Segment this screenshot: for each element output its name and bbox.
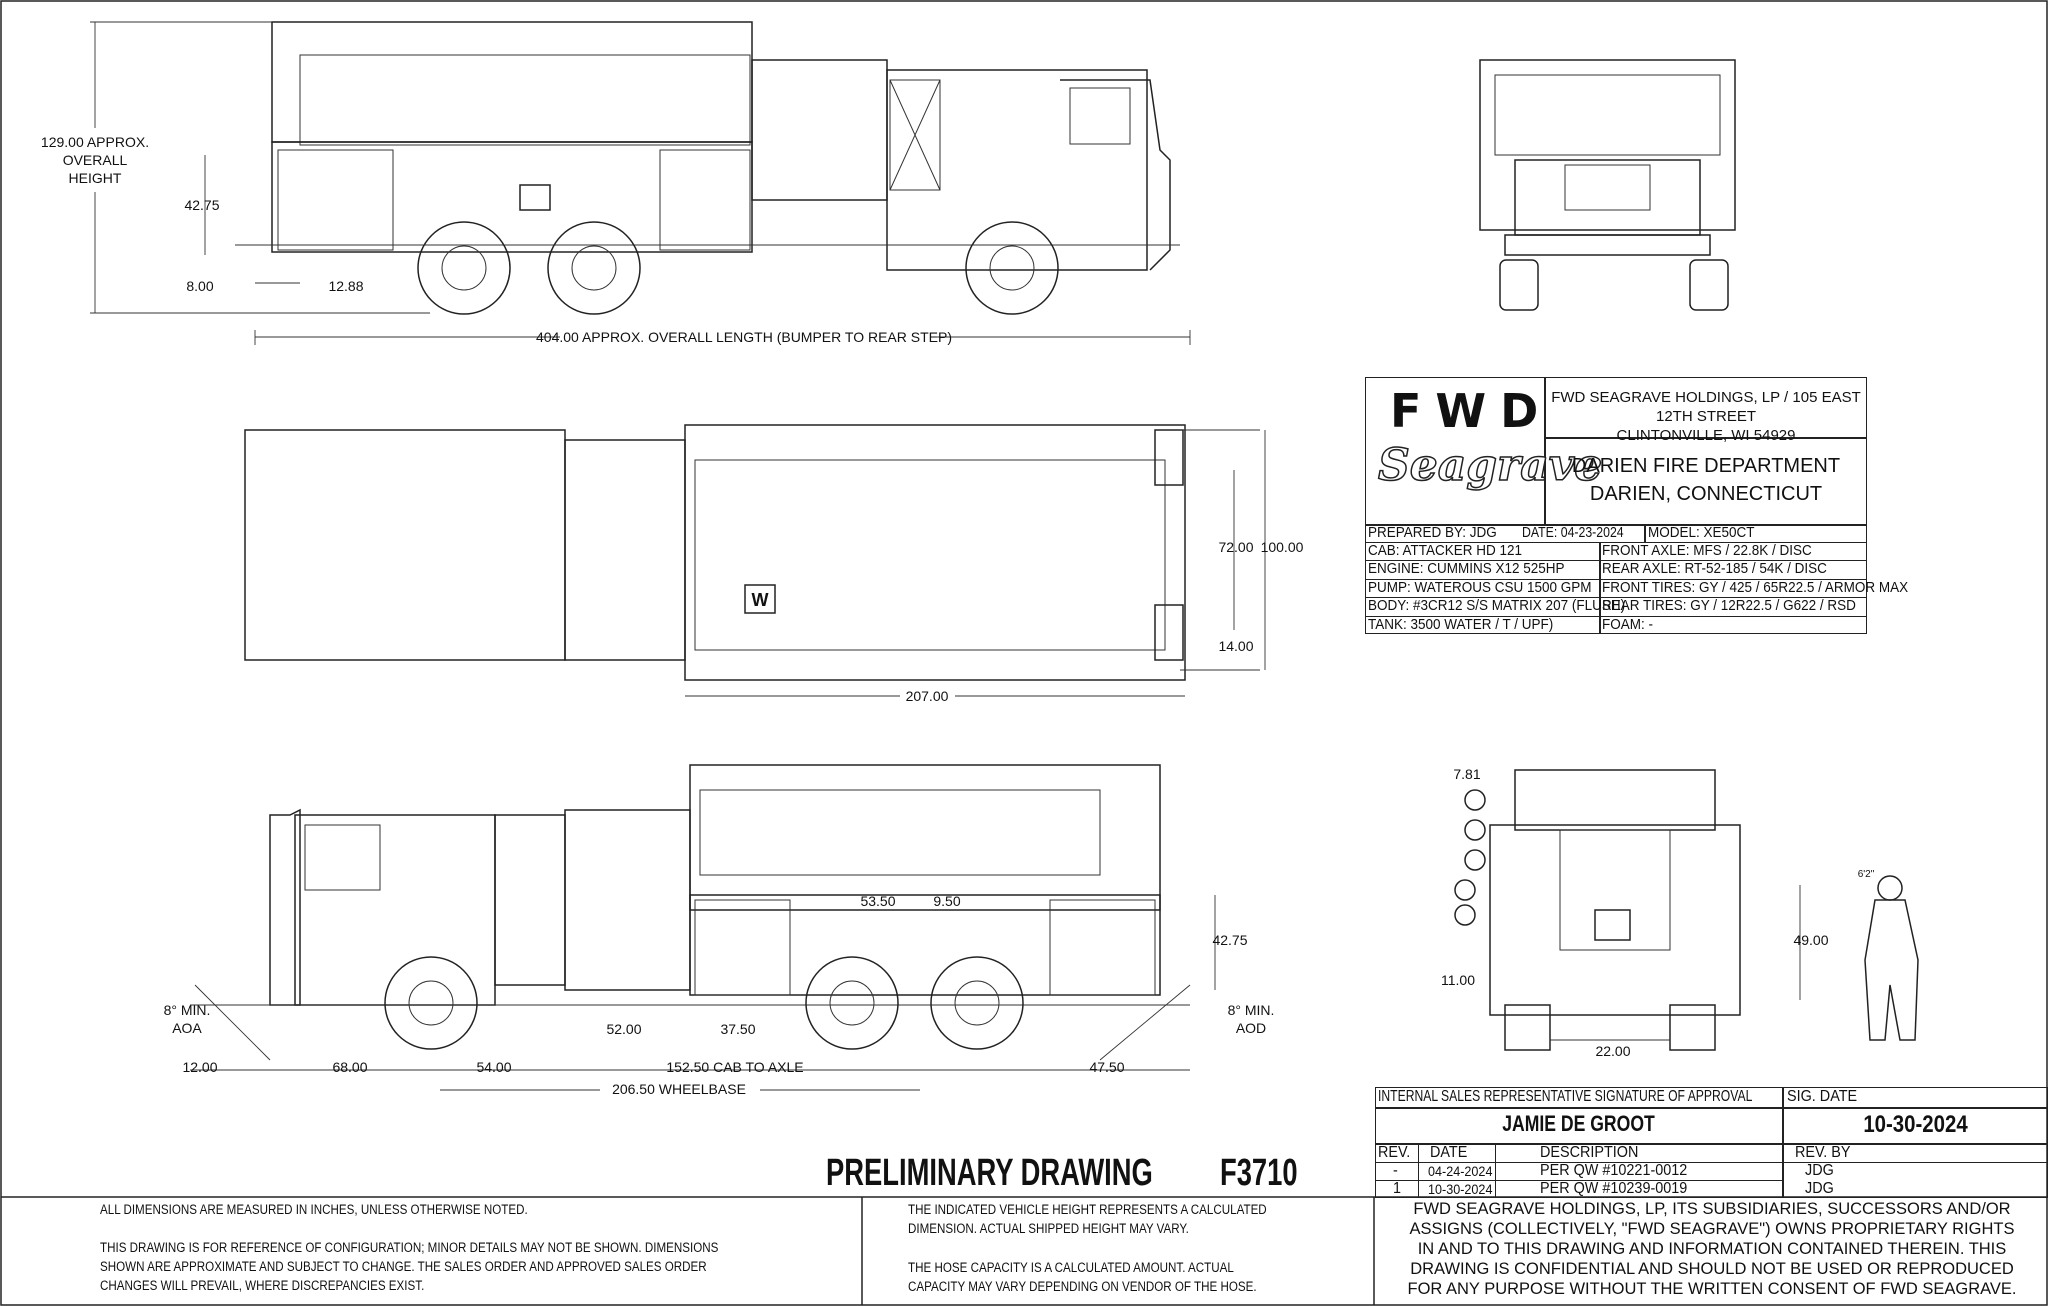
seagrave-logo: Seagrave: [1377, 439, 1603, 492]
water-tank-label: W: [752, 590, 769, 610]
wheel: [417, 221, 511, 315]
prepared-date: DATE: 04-23-2024: [1522, 524, 1624, 541]
dim-8-00: 8.00: [186, 278, 213, 294]
title-block: [1365, 377, 1867, 634]
sig-date-label: SIG. DATE: [1787, 1088, 1858, 1105]
company-line2: CLINTONVILLE, WI 54929: [1616, 427, 1796, 444]
drawing-number: F3710: [1220, 1152, 1298, 1194]
dim-52: 52.00: [606, 1021, 641, 1037]
fwd-logo: FWD: [1390, 384, 1553, 438]
revision-cell: JDG: [1805, 1180, 1834, 1197]
customer-name: DARIEN FIRE DEPARTMENT DARIEN, CONNECTIC…: [1546, 452, 1866, 508]
revision-cell: PER QW #10221-0012: [1540, 1162, 1688, 1179]
note-hose: THE HOSE CAPACITY IS A CALCULATED AMOUNT…: [908, 1260, 1257, 1294]
dim-68: 68.00: [332, 1059, 367, 1075]
rev-header-2: DESCRIPTION: [1540, 1144, 1639, 1161]
person-height: 6'2": [1858, 869, 1875, 880]
customer-line1: DARIEN FIRE DEPARTMENT: [1571, 455, 1841, 477]
rear-view: [1454, 769, 1801, 1051]
dim-12-88: 12.88: [328, 278, 363, 294]
dim-54: 54.00: [476, 1059, 511, 1075]
person-figure: [1864, 875, 1919, 1041]
wheel: [805, 956, 899, 1050]
dim-42-75-bottom: 42.75: [1212, 932, 1247, 948]
revision-cell: PER QW #10239-0019: [1540, 1180, 1688, 1197]
rev-header-3: REV. BY: [1795, 1144, 1851, 1161]
dim-49: 49.00: [1793, 932, 1828, 948]
drawing-title: PRELIMINARY DRAWING: [826, 1152, 1153, 1194]
wheel: [965, 221, 1059, 315]
note-height: THE INDICATED VEHICLE HEIGHT REPRESENTS …: [908, 1202, 1267, 1236]
dim-207: 207.00: [906, 688, 949, 704]
spec-right-0: FRONT AXLE: MFS / 22.8K / DISC: [1602, 542, 1812, 559]
rev-header-0: REV.: [1378, 1144, 1411, 1161]
proprietary-notice: FWD SEAGRAVE HOLDINGS, LP, ITS SUBSIDIAR…: [1407, 1200, 2017, 1298]
wheel: [930, 956, 1024, 1050]
dim-7-81: 7.81: [1453, 766, 1480, 782]
revision-cell: JDG: [1805, 1162, 1834, 1179]
dim-100: 100.00: [1261, 539, 1304, 555]
revision-cell: 04-24-2024: [1428, 1163, 1493, 1179]
revision-cell: 1: [1393, 1180, 1402, 1197]
model: MODEL: XE50CT: [1648, 524, 1755, 541]
overall-height-dim: 129.00 APPROX. OVERALL HEIGHT: [15, 133, 175, 187]
spec-right-4: FOAM: -: [1602, 615, 1654, 633]
company-address: FWD SEAGRAVE HOLDINGS, LP / 105 EAST 12T…: [1546, 388, 1866, 445]
spec-right-3: REAR TIRES: GY / 12R22.5 / G622 / RSD: [1602, 597, 1856, 615]
wheel: [547, 221, 641, 315]
aoa-label: 8° MIN. AOA: [163, 1002, 211, 1036]
dim-53-50: 53.50: [860, 893, 895, 909]
note-reference: THIS DRAWING IS FOR REFERENCE OF CONFIGU…: [100, 1240, 719, 1293]
dim-9-50: 9.50: [933, 893, 960, 909]
revision-cell: -: [1393, 1162, 1398, 1179]
spec-left-4: TANK: 3500 WATER / T / UPF): [1368, 615, 1554, 633]
aod-label: 8° MIN. AOD: [1227, 1002, 1275, 1036]
top-view: [244, 424, 1266, 697]
prepared-by: PREPARED BY: JDG: [1368, 524, 1497, 541]
dim-42-75: 42.75: [184, 197, 219, 213]
dim-22: 22.00: [1595, 1043, 1630, 1059]
cab-to-axle-dim: 152.50 CAB TO AXLE: [666, 1059, 803, 1075]
front-view: [1479, 59, 1736, 311]
spec-left-2: PUMP: WATEROUS CSU 1500 GPM: [1368, 578, 1592, 596]
spec-left-1: ENGINE: CUMMINS X12 525HP: [1368, 560, 1565, 578]
side-view-top: [90, 21, 1191, 345]
customer-line2: DARIEN, CONNECTICUT: [1589, 483, 1823, 505]
dim-37-50: 37.50: [720, 1021, 755, 1037]
spec-right-2: FRONT TIRES: GY / 425 / 65R22.5 / ARMOR …: [1602, 578, 1909, 596]
dim-12: 12.00: [182, 1059, 217, 1075]
overall-length-dim: 404.00 APPROX. OVERALL LENGTH (BUMPER TO…: [536, 329, 952, 345]
spec-left-0: CAB: ATTACKER HD 121: [1368, 542, 1523, 559]
signature-date: 10-30-2024: [1863, 1111, 1968, 1138]
side-view-bottom: [190, 764, 1216, 1091]
wheel: [384, 956, 478, 1050]
dim-72: 72.00: [1218, 539, 1253, 555]
approval-header: INTERNAL SALES REPRESENTATIVE SIGNATURE …: [1378, 1088, 1753, 1105]
spec-right-1: REAR AXLE: RT-52-185 / 54K / DISC: [1602, 560, 1827, 578]
dim-14: 14.00: [1218, 638, 1253, 654]
note-dimensions: ALL DIMENSIONS ARE MEASURED IN INCHES, U…: [100, 1202, 528, 1217]
company-line1: FWD SEAGRAVE HOLDINGS, LP / 105 EAST 12T…: [1551, 389, 1861, 425]
dim-11: 11.00: [1441, 972, 1475, 988]
revision-cell: 10-30-2024: [1428, 1181, 1493, 1197]
approver-name: JAMIE DE GROOT: [1502, 1111, 1655, 1136]
spec-left-3: BODY: #3CR12 S/S MATRIX 207 (FLUSH): [1368, 597, 1626, 615]
rev-header-1: DATE: [1430, 1144, 1468, 1161]
dim-47-50: 47.50: [1089, 1059, 1124, 1075]
wheelbase-dim: 206.50 WHEELBASE: [612, 1081, 746, 1097]
